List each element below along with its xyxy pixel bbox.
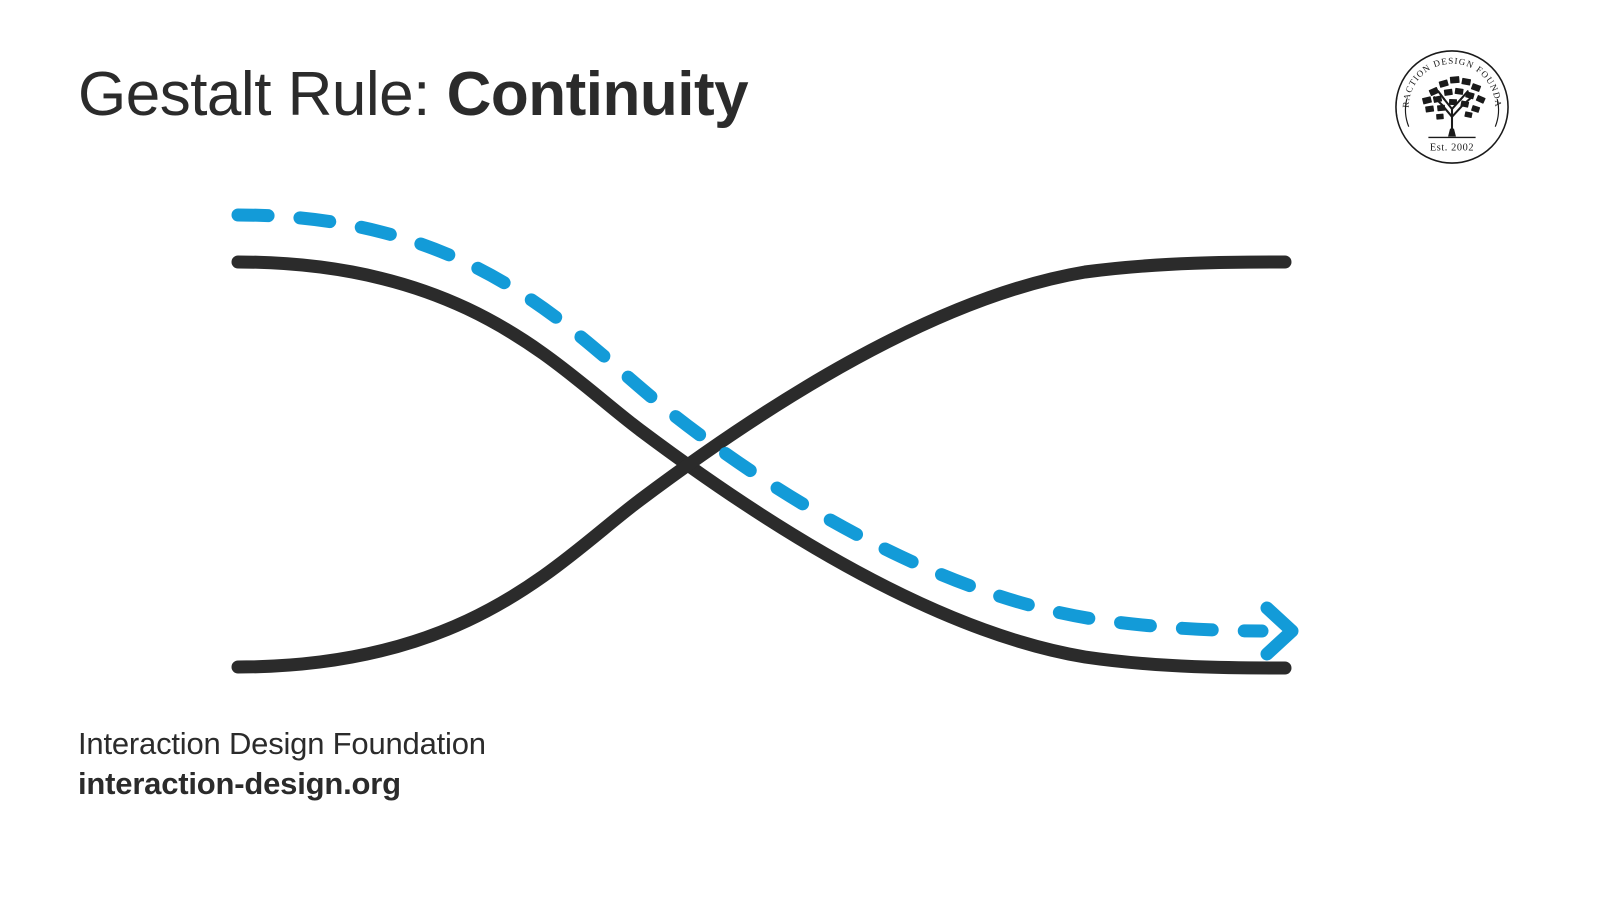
logo-book-leaves (1422, 76, 1486, 120)
black-curve-ascending (231, 255, 1292, 674)
logo-established-text: Est. 2002 (1430, 142, 1474, 153)
logo-inner-arc-right (1494, 98, 1500, 127)
logo-inner-arc-left (1404, 98, 1410, 127)
logo-outer-ring (1395, 50, 1509, 164)
page-title: Gestalt Rule: Continuity (78, 60, 749, 129)
footer-website: interaction-design.org (78, 765, 401, 801)
idf-logo: INTERACTION DESIGN FOUNDATION (1393, 48, 1509, 164)
blue-dashed-curve (231, 208, 1269, 638)
footer: Interaction Design Foundation interactio… (78, 724, 486, 803)
logo-tree-trunk-base (1448, 128, 1456, 137)
title-prefix: Gestalt Rule: (78, 60, 447, 129)
blue-arrowhead-icon (1260, 601, 1299, 661)
footer-organization: Interaction Design Foundation (78, 726, 486, 761)
logo-arc-text: INTERACTION DESIGN FOUNDATION (1393, 48, 1503, 108)
black-curve-descending (231, 255, 1292, 675)
title-emphasis: Continuity (446, 60, 749, 129)
